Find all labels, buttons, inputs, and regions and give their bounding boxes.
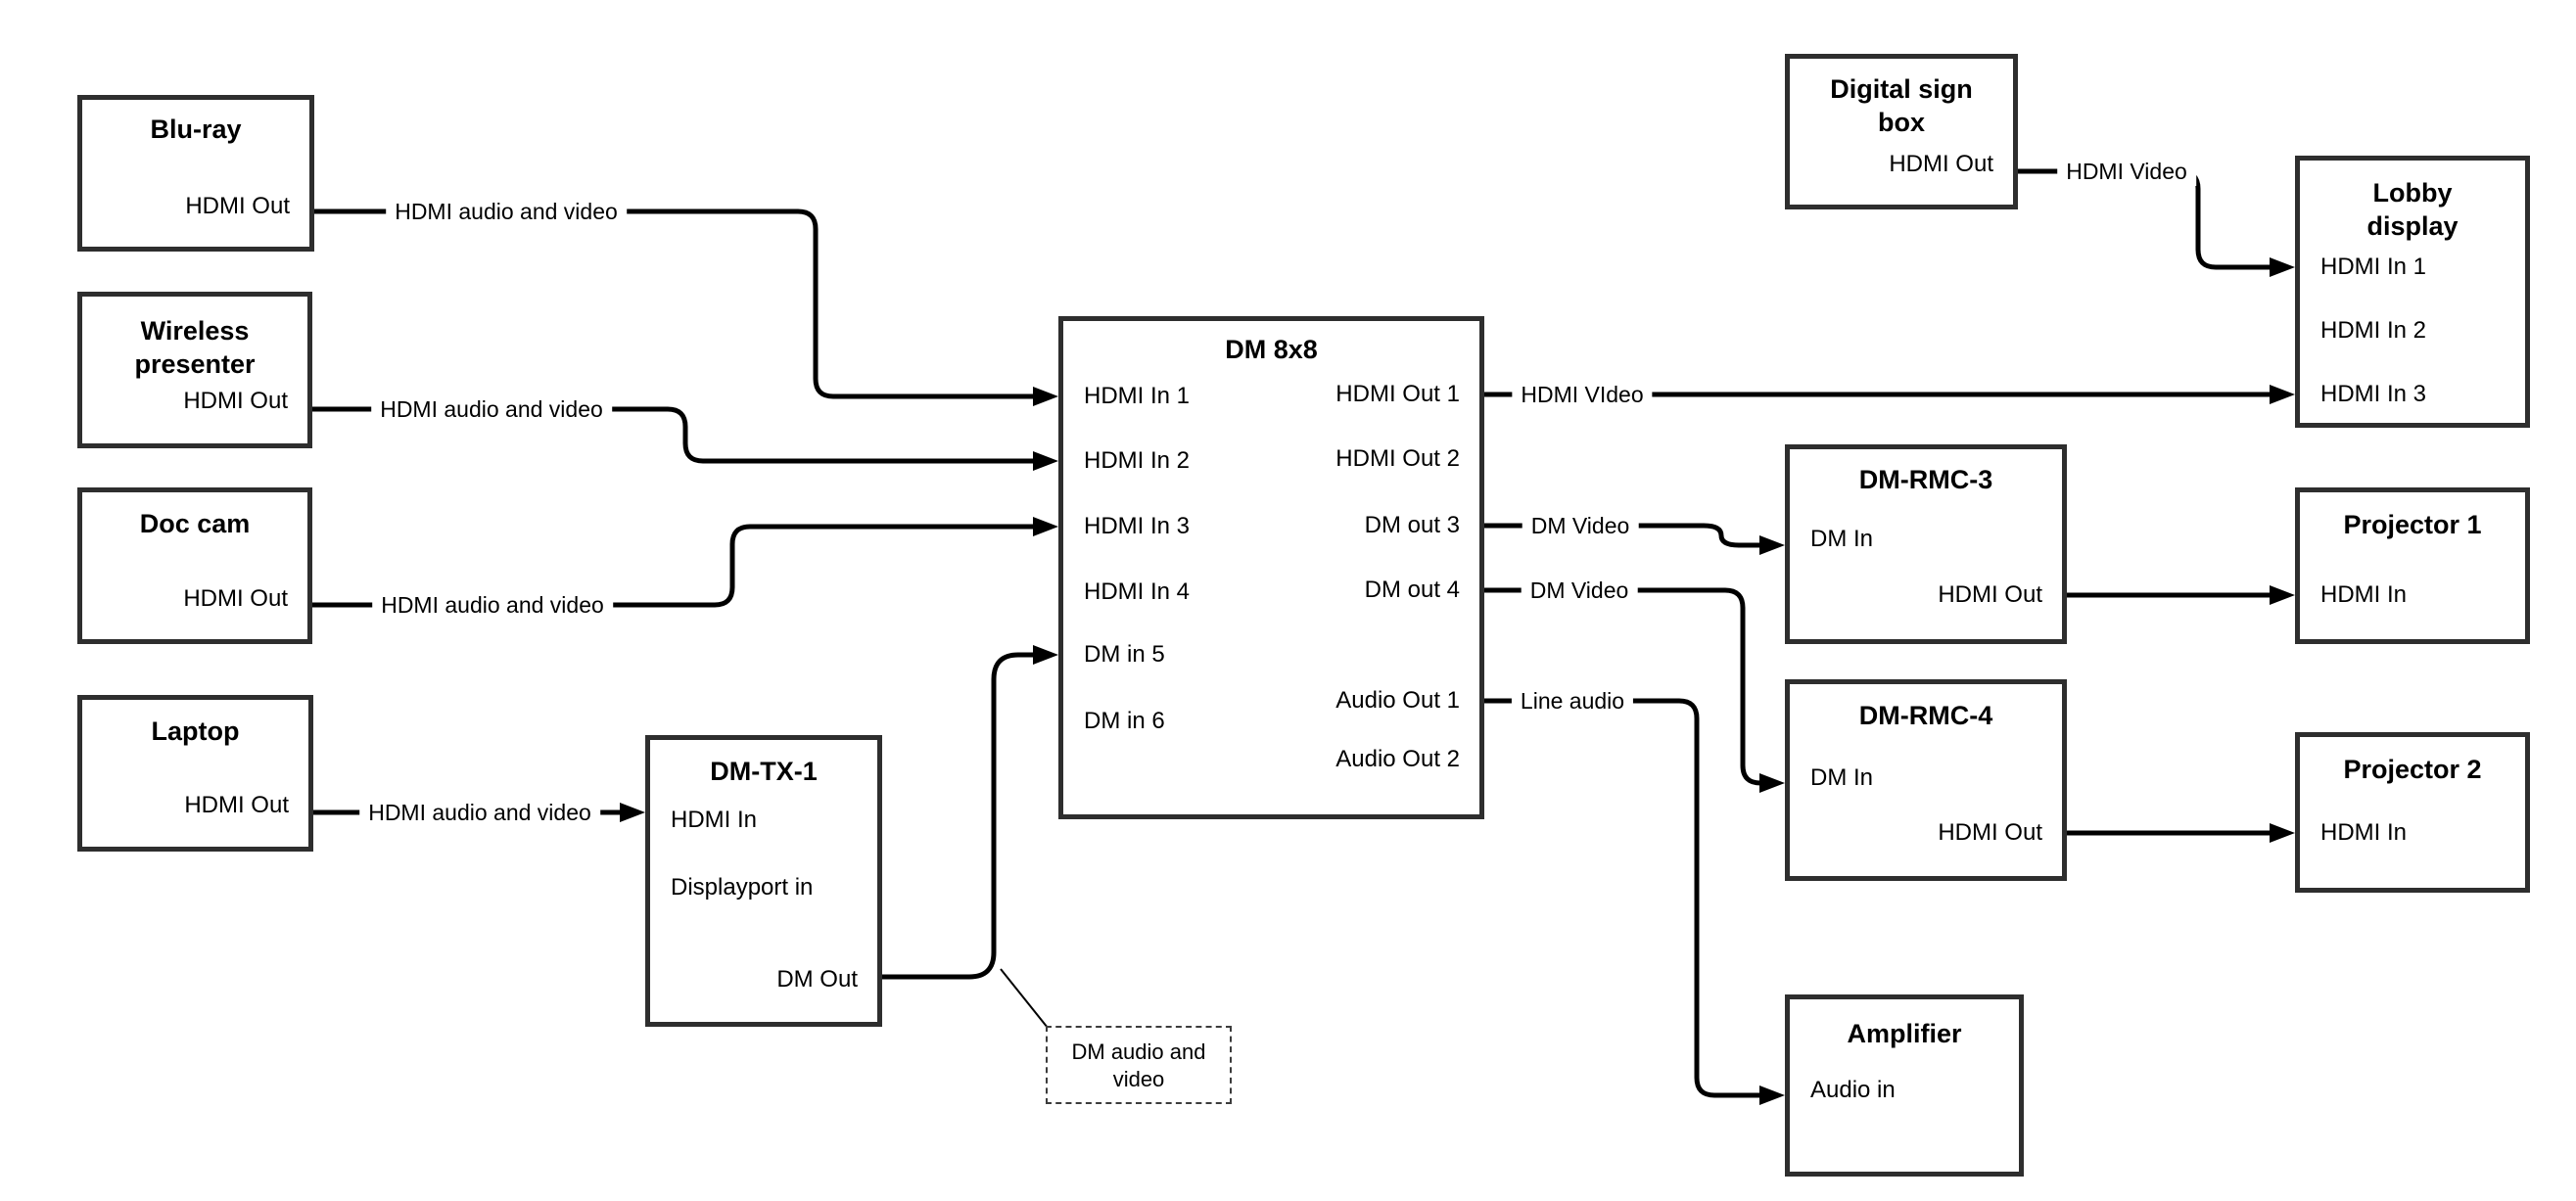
connection-dm-tx-1-to-dm8x8-in5-line bbox=[882, 652, 1037, 980]
port-dm-8x8-hdmi-out-1: HDMI Out 1 bbox=[1335, 381, 1460, 407]
lobby-display-title-line-1: display bbox=[2366, 211, 2459, 241]
wireless-presenter-title-line-0: Wireless bbox=[140, 316, 250, 346]
port-lobby-display-hdmi-in-2: HDMI In 2 bbox=[2320, 317, 2427, 344]
connection-dm8x8-out1-to-lobby-in3-arrowhead bbox=[2270, 385, 2295, 404]
port-projector-2-hdmi-in: HDMI In bbox=[2320, 819, 2408, 846]
port-dm-8x8-audio-out-2: Audio Out 2 bbox=[1335, 746, 1460, 772]
connection-dm8x8-audio-out1-to-amplifier-label: Line audio bbox=[1511, 686, 1634, 716]
port-dm-tx-1-hdmi-in: HDMI In bbox=[671, 807, 758, 833]
port-laptop-hdmi-out: HDMI Out bbox=[184, 792, 289, 818]
connection-wireless-to-dm8x8-in2-arrowhead bbox=[1033, 451, 1058, 471]
port-blu-ray-hdmi-out: HDMI Out bbox=[185, 193, 290, 219]
connection-doc-cam-to-dm8x8-in3-label: HDMI audio and video bbox=[372, 590, 613, 620]
port-lobby-display-hdmi-in-1: HDMI In 1 bbox=[2320, 254, 2427, 280]
connection-doc-cam-to-dm8x8-in3-arrowhead bbox=[1033, 517, 1058, 536]
port-wireless-presenter-hdmi-out: HDMI Out bbox=[183, 388, 288, 414]
port-dm-tx-1-dm-out: DM Out bbox=[776, 966, 858, 993]
dm-audio-video-note-line-1: video bbox=[1112, 1067, 1165, 1091]
digital-sign-box-title-line-0: Digital sign bbox=[1830, 74, 1973, 104]
dm-audio-video-note-line-0: DM audio and bbox=[1071, 1039, 1206, 1064]
port-dm-8x8-dm-in-6: DM in 6 bbox=[1084, 708, 1165, 734]
dm-tx-1-title-line-0: DM-TX-1 bbox=[710, 757, 818, 786]
projector-2-title-line-0: Projector 2 bbox=[2343, 755, 2482, 784]
amplifier-title-line-0: Amplifier bbox=[1847, 1019, 1962, 1048]
port-dm-8x8-audio-out-1: Audio Out 1 bbox=[1335, 687, 1460, 714]
connection-digital-sign-to-lobby-in1-arrowhead bbox=[2270, 257, 2295, 277]
port-dm-rmc-4-hdmi-out: HDMI Out bbox=[1938, 819, 2042, 846]
connection-digital-sign-to-lobby-in1-label: HDMI Video bbox=[2057, 157, 2196, 186]
connection-dm-tx-1-to-dm8x8-in5-arrowhead bbox=[1033, 645, 1058, 665]
connection-dm8x8-out4-to-dm-rmc-4-line bbox=[1484, 587, 1761, 786]
port-dm-8x8-hdmi-in-3: HDMI In 3 bbox=[1084, 513, 1191, 539]
port-dm-8x8-dm-out-4: DM out 4 bbox=[1364, 577, 1460, 603]
note-callout-line bbox=[1000, 968, 1049, 1029]
digital-sign-box-title-line-1: box bbox=[1877, 108, 1925, 137]
connection-dm8x8-out3-to-dm-rmc-3-label: DM Video bbox=[1522, 511, 1639, 540]
connection-dm8x8-out1-to-lobby-in3-label: HDMI VIdeo bbox=[1512, 380, 1653, 409]
connection-wireless-to-dm8x8-in2-line bbox=[312, 406, 1037, 464]
connection-dm8x8-audio-out1-to-amplifier-arrowhead bbox=[1759, 1086, 1785, 1105]
port-projector-1-hdmi-in: HDMI In bbox=[2320, 581, 2408, 608]
port-dm-rmc-4-dm-in: DM In bbox=[1810, 764, 1874, 791]
port-dm-8x8-hdmi-in-4: HDMI In 4 bbox=[1084, 578, 1191, 605]
connection-dm8x8-out3-to-dm-rmc-3-arrowhead bbox=[1759, 535, 1785, 555]
port-dm-rmc-3-hdmi-out: HDMI Out bbox=[1938, 581, 2042, 608]
connection-dm8x8-audio-out1-to-amplifier-line bbox=[1484, 698, 1763, 1098]
dm-8x8-title-line-0: DM 8x8 bbox=[1225, 335, 1318, 364]
dm-rmc-4-title-line-0: DM-RMC-4 bbox=[1858, 701, 1993, 730]
port-dm-8x8-dm-in-5: DM in 5 bbox=[1084, 641, 1165, 668]
device-box-projector-2: Projector 2 HDMI In bbox=[2295, 732, 2530, 893]
dm-audio-video-note: DM audio and video bbox=[1046, 1026, 1232, 1104]
doc-cam-title-line-0: Doc cam bbox=[139, 509, 251, 538]
projector-1-title-line-0: Projector 1 bbox=[2343, 510, 2482, 539]
port-digital-sign-box-hdmi-out: HDMI Out bbox=[1889, 151, 1993, 177]
connection-dm8x8-out3-to-dm-rmc-3-line bbox=[1484, 523, 1763, 548]
connection-dm8x8-out4-to-dm-rmc-4-label: DM Video bbox=[1521, 576, 1638, 605]
port-dm-8x8-dm-out-3: DM out 3 bbox=[1364, 512, 1460, 538]
port-dm-rmc-3-dm-in: DM In bbox=[1810, 526, 1874, 552]
connection-doc-cam-to-dm8x8-in3-line bbox=[312, 524, 1037, 608]
device-box-projector-1: Projector 1 HDMI In bbox=[2295, 487, 2530, 644]
connection-laptop-to-dm-tx-1-label: HDMI audio and video bbox=[359, 798, 600, 827]
connection-blu-ray-to-dm8x8-in1-line bbox=[314, 208, 1037, 399]
wireless-presenter-title-line-1: presenter bbox=[134, 349, 256, 379]
connection-blu-ray-to-dm8x8-in1-arrowhead bbox=[1033, 387, 1058, 406]
port-dm-tx-1-displayport-in: Displayport in bbox=[671, 874, 814, 901]
port-dm-8x8-hdmi-in-1: HDMI In 1 bbox=[1084, 383, 1191, 409]
port-doc-cam-hdmi-out: HDMI Out bbox=[183, 585, 288, 612]
lobby-display-title-line-0: Lobby bbox=[2372, 178, 2453, 208]
laptop-title-line-0: Laptop bbox=[151, 716, 240, 746]
port-amplifier-audio-in: Audio in bbox=[1810, 1077, 1896, 1103]
connection-wireless-to-dm8x8-in2-label: HDMI audio and video bbox=[371, 394, 612, 424]
device-box-dm-rmc-4: DM-RMC-4 DM In HDMI Out bbox=[1785, 679, 2067, 881]
blu-ray-title-line-0: Blu-ray bbox=[150, 115, 242, 144]
port-dm-8x8-hdmi-out-2: HDMI Out 2 bbox=[1335, 445, 1460, 472]
device-box-dm-rmc-3: DM-RMC-3 DM In HDMI Out bbox=[1785, 444, 2067, 644]
connection-dm-rmc-4-to-projector-2-arrowhead bbox=[2270, 823, 2295, 843]
dm-rmc-3-title-line-0: DM-RMC-3 bbox=[1858, 465, 1993, 494]
port-dm-8x8-hdmi-in-2: HDMI In 2 bbox=[1084, 447, 1191, 474]
connection-dm-rmc-3-to-projector-1-arrowhead bbox=[2270, 585, 2295, 605]
port-lobby-display-hdmi-in-3: HDMI In 3 bbox=[2320, 381, 2427, 407]
connection-laptop-to-dm-tx-1-arrowhead bbox=[620, 803, 645, 822]
connection-dm8x8-out4-to-dm-rmc-4-arrowhead bbox=[1759, 773, 1785, 793]
connection-blu-ray-to-dm8x8-in1-label: HDMI audio and video bbox=[386, 197, 627, 226]
